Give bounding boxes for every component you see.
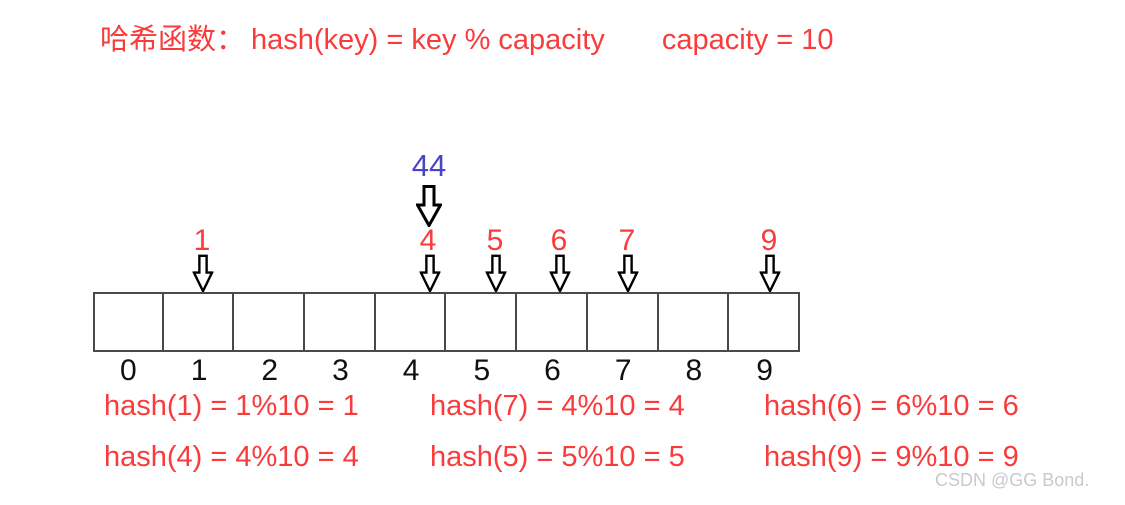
equation-hash-7: hash(7) = 4%10 = 4 [430, 390, 685, 422]
title-capacity-value: capacity = 10 [661, 24, 834, 56]
key-label-4: 4 [419, 224, 437, 257]
bucket-cell-5 [446, 292, 518, 352]
down-arrow-icon [485, 254, 507, 293]
down-arrow-icon [759, 254, 781, 293]
key-label-1: 1 [193, 224, 211, 257]
array-index-1: 1 [190, 354, 208, 387]
array-index-row: 0 1 2 3 4 5 6 7 8 9 [93, 354, 800, 388]
down-arrow-icon [192, 254, 214, 293]
bucket-cell-4 [375, 292, 447, 352]
bucket-cell-9 [729, 292, 800, 352]
array-index-5: 5 [473, 354, 491, 387]
equation-hash-1: hash(1) = 1%10 = 1 [104, 390, 359, 422]
array-index-8: 8 [685, 354, 703, 387]
equation-hash-5: hash(5) = 5%10 = 5 [430, 441, 685, 473]
bucket-cell-6 [517, 292, 588, 352]
page-title: 哈希函数： hash(key) = key % capacity capacit… [100, 16, 834, 58]
key-label-6: 6 [550, 224, 568, 257]
array-index-4: 4 [402, 354, 420, 387]
bucket-cell-0 [93, 292, 164, 352]
array-index-9: 9 [756, 354, 773, 387]
array-index-6: 6 [544, 354, 561, 387]
down-arrow-icon [416, 185, 442, 227]
down-arrow-icon [617, 254, 639, 293]
bucket-cell-7 [587, 292, 659, 352]
hash-table-array [93, 292, 800, 352]
array-index-3: 3 [332, 354, 349, 387]
csdn-watermark: CSDN @GG Bond. [935, 470, 1090, 490]
bucket-cell-8 [658, 292, 730, 352]
title-hash-formula: hash(key) = key % capacity [251, 24, 605, 56]
key-label-7: 7 [618, 224, 636, 257]
key-label-9: 9 [760, 224, 778, 257]
down-arrow-icon [419, 254, 441, 293]
equation-hash-4: hash(4) = 4%10 = 4 [104, 441, 359, 473]
title-chinese-label: 哈希函数： [100, 24, 246, 56]
bucket-cell-1 [163, 292, 235, 352]
bucket-cell-2 [234, 292, 306, 352]
array-index-0: 0 [120, 354, 137, 387]
array-index-2: 2 [261, 354, 279, 387]
down-arrow-icon [549, 254, 571, 293]
key-label-5: 5 [486, 224, 504, 257]
incoming-key-44-label: 44 [411, 148, 447, 183]
bucket-cell-3 [305, 292, 376, 352]
equation-hash-9: hash(9) = 9%10 = 9 [764, 441, 1019, 473]
equation-hash-6: hash(6) = 6%10 = 6 [764, 390, 1019, 422]
array-index-7: 7 [614, 354, 632, 387]
